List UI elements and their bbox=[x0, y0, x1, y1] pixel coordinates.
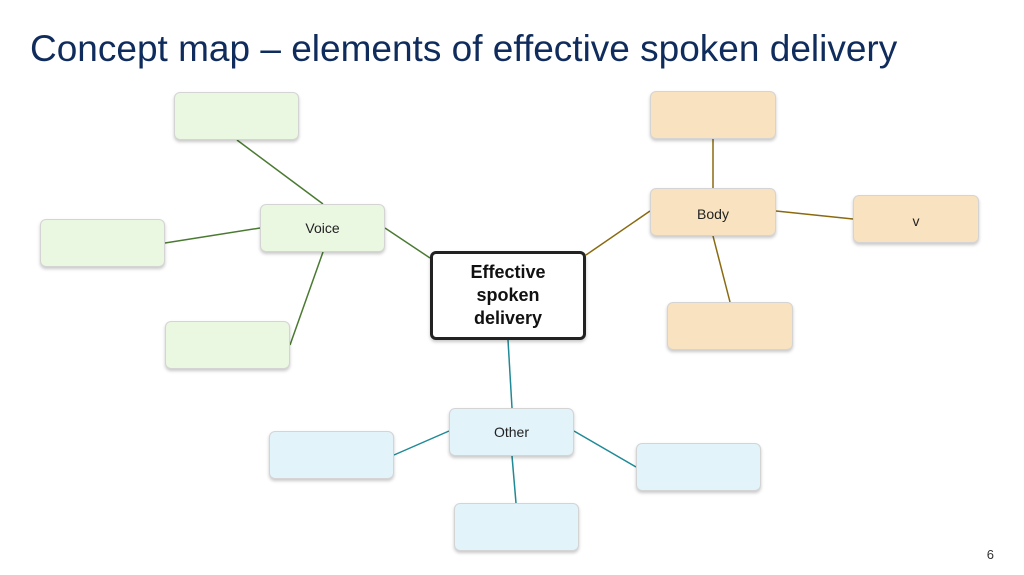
other-node[interactable]: Other bbox=[449, 408, 574, 456]
connector-voice-leaf-1 bbox=[236, 139, 324, 205]
connector-other-leaf-3 bbox=[511, 455, 517, 504]
slide-title: Concept map – elements of effective spok… bbox=[30, 28, 898, 69]
connector-other-leaf-2 bbox=[573, 430, 637, 468]
other-node-label: Other bbox=[493, 424, 529, 440]
body-leaf-3[interactable] bbox=[667, 302, 793, 350]
other-leaf-2[interactable] bbox=[636, 443, 761, 491]
page-number: 6 bbox=[986, 547, 994, 562]
body-leaf-2[interactable]: v bbox=[853, 195, 979, 243]
body-node-label: Body bbox=[697, 206, 729, 222]
voice-leaf-3[interactable] bbox=[165, 321, 290, 369]
other-leaf-3[interactable] bbox=[454, 503, 579, 551]
connector-voice-leaf-2 bbox=[164, 227, 261, 244]
body-leaf-1[interactable] bbox=[650, 91, 776, 139]
connector-center-voice bbox=[384, 227, 431, 259]
other-leaf-1[interactable] bbox=[269, 431, 394, 479]
connector-body-leaf-3 bbox=[712, 235, 731, 303]
connector-center-other bbox=[507, 339, 513, 409]
voice-leaf-2[interactable] bbox=[40, 219, 165, 267]
body-node[interactable]: Body bbox=[650, 188, 776, 236]
connector-voice-leaf-3 bbox=[289, 251, 324, 346]
voice-node-label: Voice bbox=[305, 220, 340, 236]
connector-center-body bbox=[585, 210, 651, 256]
center-node-label: Effective spoken delivery bbox=[470, 262, 546, 328]
center-node[interactable]: Effective spoken delivery bbox=[430, 251, 586, 340]
voice-leaf-1[interactable] bbox=[174, 92, 299, 140]
voice-node[interactable]: Voice bbox=[260, 204, 385, 252]
connector-other-leaf-1 bbox=[393, 430, 450, 456]
body-leaf-2-label: v bbox=[912, 213, 920, 229]
connector-body-leaf-2 bbox=[775, 210, 854, 220]
